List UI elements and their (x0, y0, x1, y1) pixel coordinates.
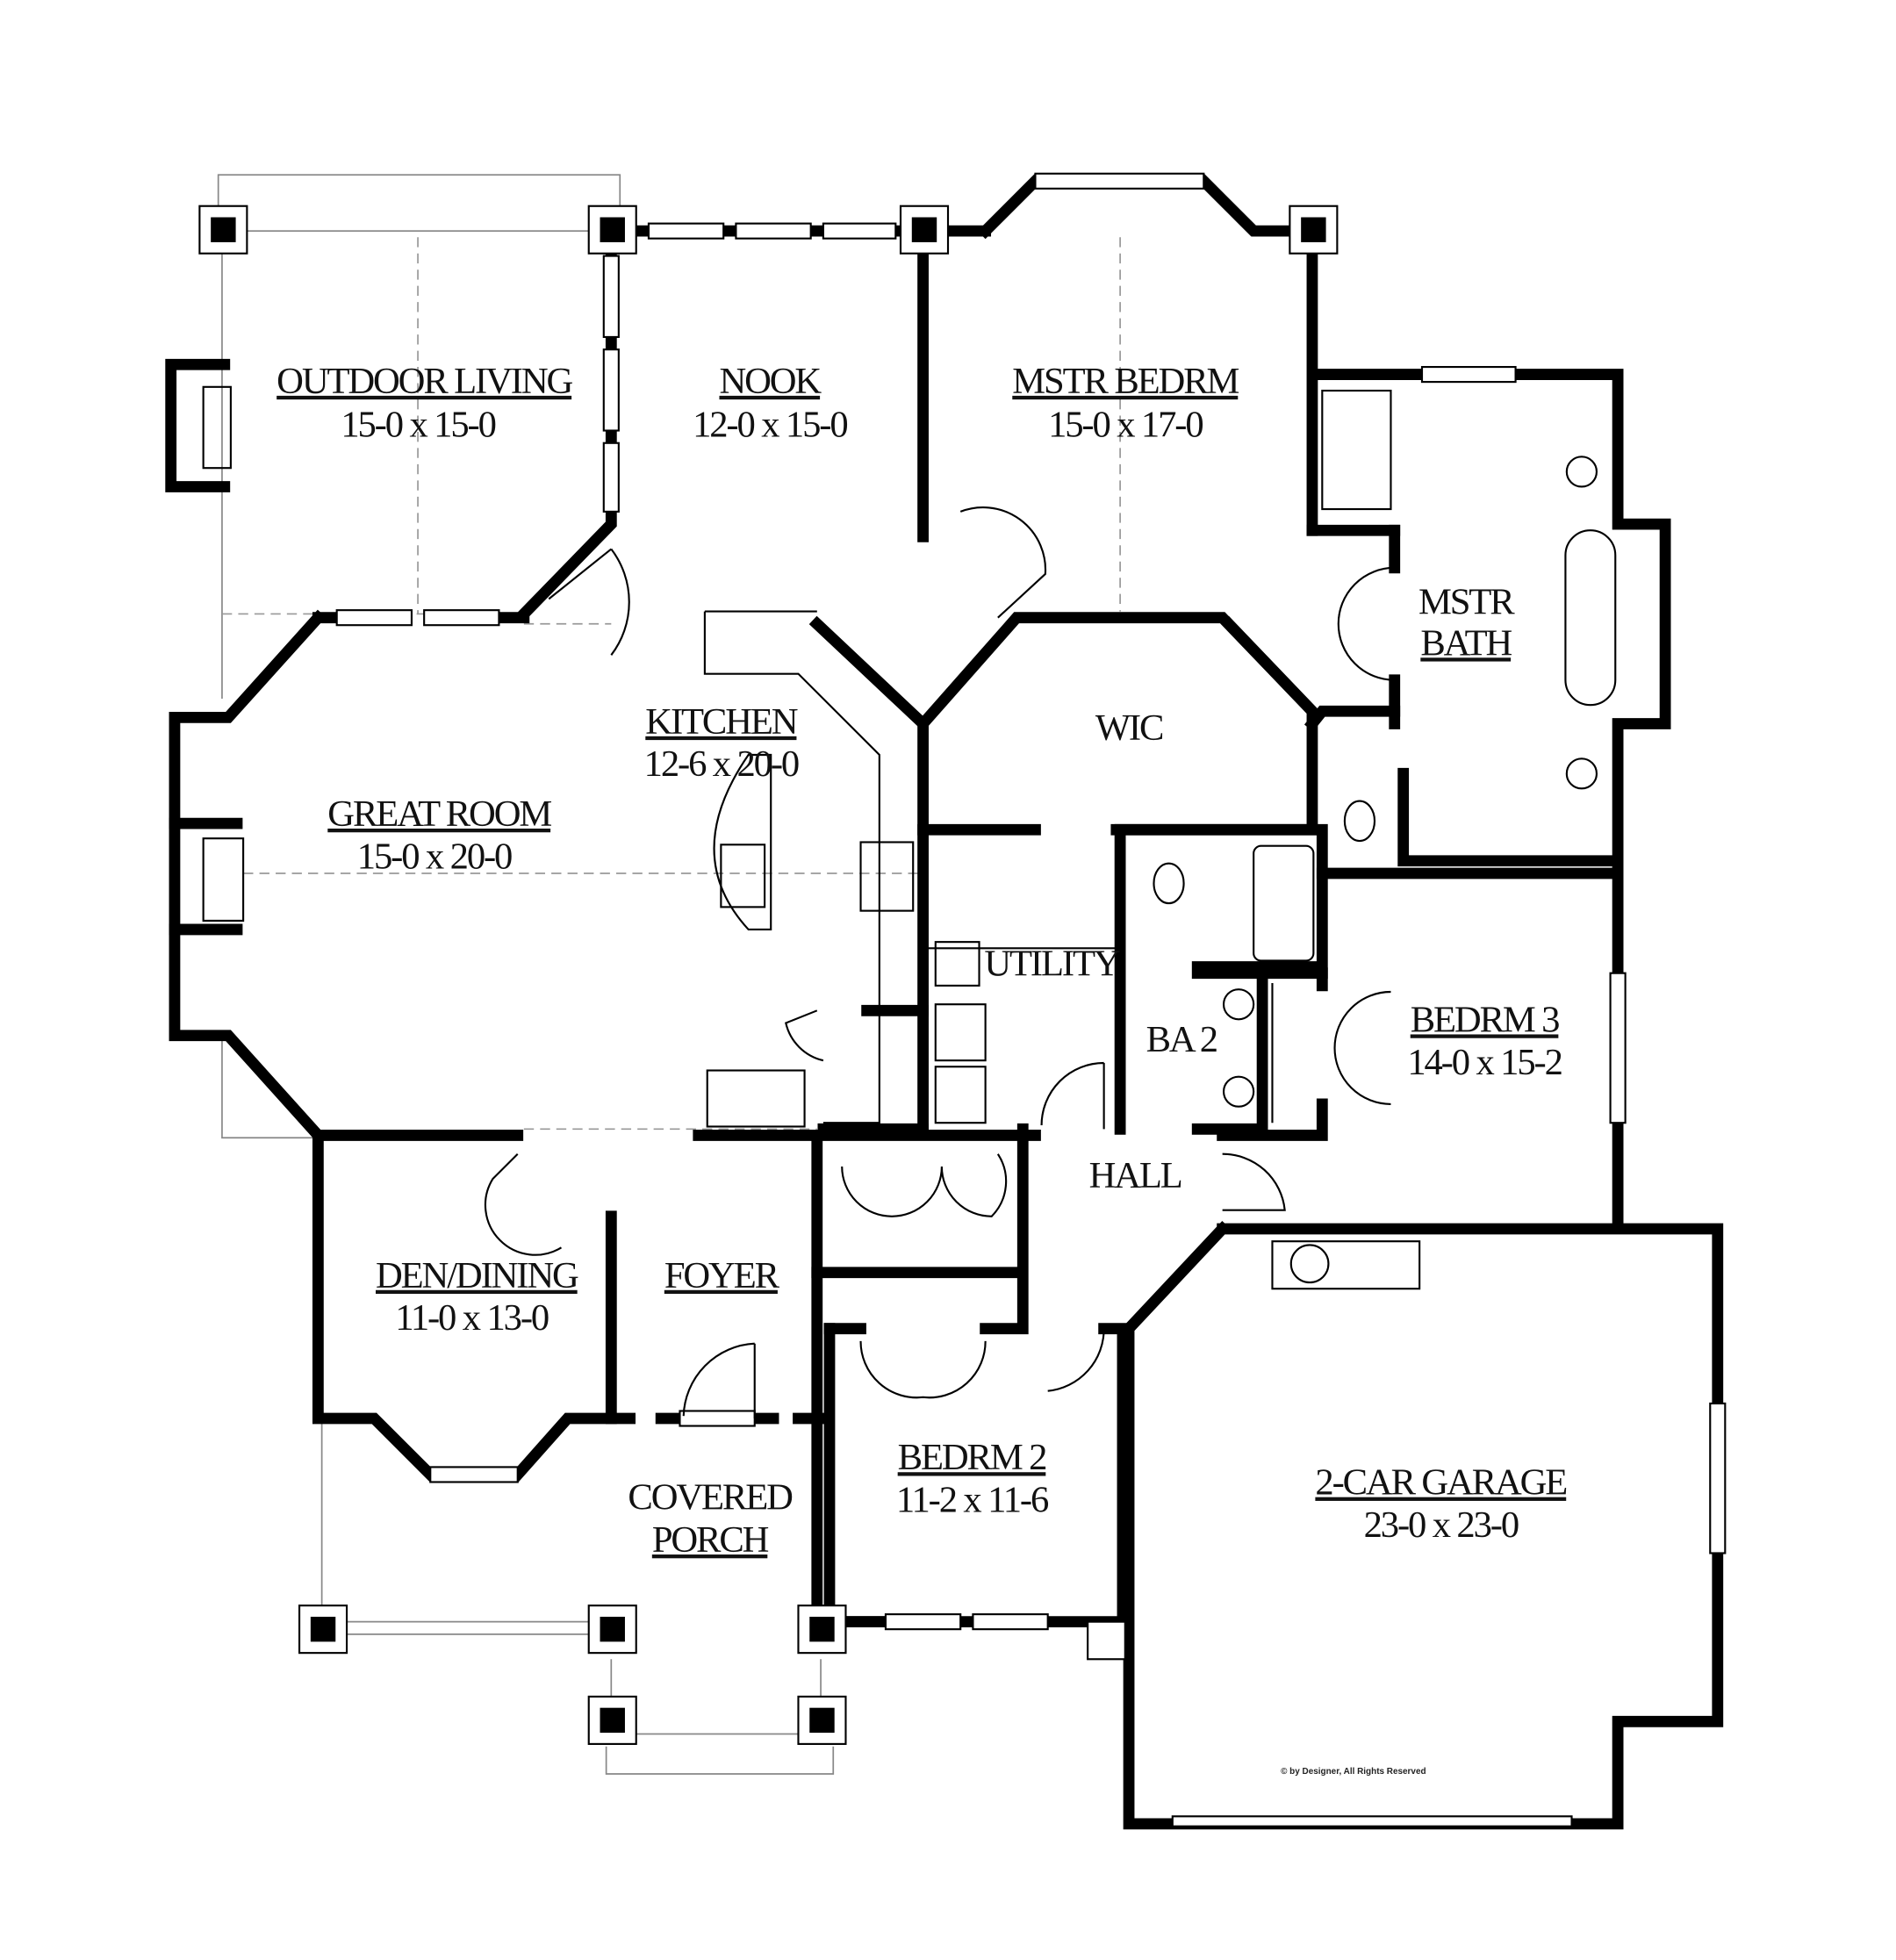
fixtures (202, 385, 1617, 1290)
room-name-master-bedroom: MSTR BEDRM (1012, 361, 1239, 402)
windows (335, 172, 1727, 1827)
room-dims-great-room: 15-0 x 20-0 (357, 836, 512, 877)
copyright-notice: © by Designer, All Rights Reserved (1281, 1767, 1426, 1777)
room-name-den-dining: DEN/DINING (376, 1255, 578, 1296)
room-dims-bedroom-2: 11-2 x 11-6 (896, 1480, 1049, 1521)
room-dims-nook: 12-0 x 15-0 (693, 405, 847, 446)
room-name-hall: HALL (1089, 1155, 1181, 1196)
room-name-nook: NOOK (719, 361, 822, 402)
room-name-great-room: GREAT ROOM (327, 793, 551, 835)
doors (484, 506, 1395, 1418)
room-dims-bedroom-3: 14-0 x 15-2 (1407, 1042, 1561, 1083)
room-dims-kitchen: 12-6 x 20-0 (644, 743, 799, 785)
walls (165, 173, 1724, 1830)
room-dims-master-bedroom: 15-0 x 17-0 (1048, 405, 1203, 446)
room-labels: OUTDOOR LIVING 15-0 x 15-0 NOOK 12-0 x 1… (276, 361, 1568, 1777)
room-name-foyer: FOYER (664, 1255, 780, 1296)
room-dims-outdoor-living: 15-0 x 15-0 (341, 405, 495, 446)
room-dims-garage: 23-0 x 23-0 (1364, 1504, 1519, 1546)
room-name-kitchen: KITCHEN (645, 701, 797, 743)
room-name-master-bath: MSTR (1418, 581, 1515, 622)
room-name-covered-porch-2: PORCH (652, 1519, 769, 1561)
room-name-wic: WIC (1095, 707, 1163, 749)
room-dims-den-dining: 11-0 x 13-0 (395, 1297, 549, 1339)
room-name-bedroom-2: BEDRM 2 (898, 1437, 1046, 1478)
columns (198, 205, 1339, 1745)
room-name-master-bath-2: BATH (1420, 622, 1512, 664)
room-name-outdoor-living: OUTDOOR LIVING (276, 361, 572, 402)
room-name-covered-porch: COVERED (628, 1477, 793, 1518)
room-name-utility: UTILITY (984, 944, 1119, 985)
room-name-bath-2: BA 2 (1146, 1019, 1217, 1060)
room-name-garage: 2-CAR GARAGE (1315, 1462, 1566, 1504)
room-name-bedroom-3: BEDRM 3 (1411, 999, 1559, 1040)
